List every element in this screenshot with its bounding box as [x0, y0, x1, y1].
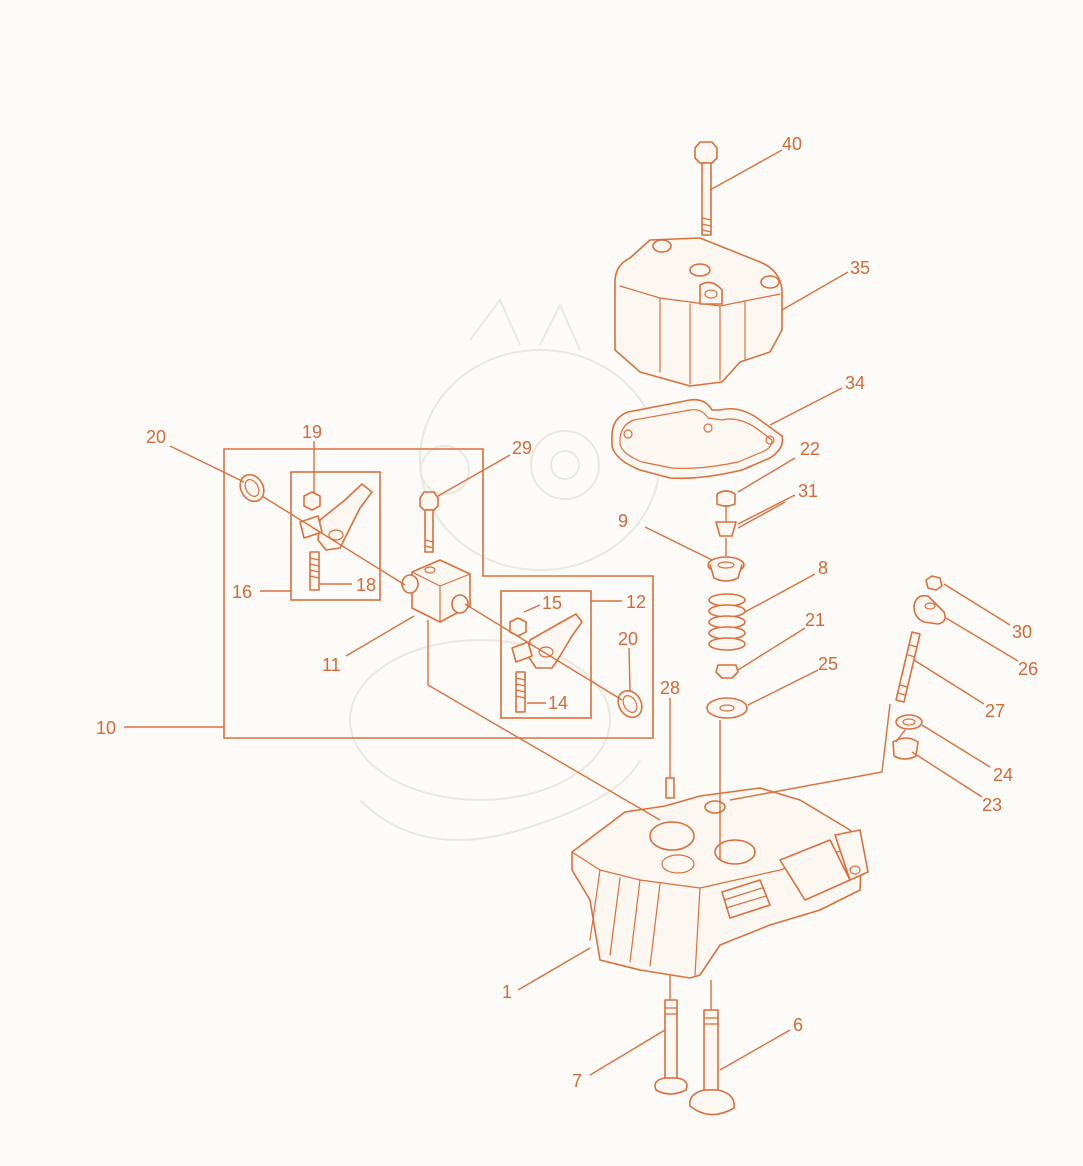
callout-6: 6 [793, 1015, 803, 1035]
circlip-20-left [239, 473, 265, 503]
callout-22: 22 [800, 439, 820, 459]
callout-40: 40 [782, 134, 802, 154]
valve-spring-8 [708, 593, 746, 651]
callout-21: 21 [805, 610, 825, 630]
exhaust-valve-6 [688, 1009, 735, 1116]
callout-leaders [124, 149, 1019, 1076]
dowel-pin-28 [665, 777, 675, 799]
callout-11: 11 [322, 655, 341, 675]
callout-25: 25 [818, 654, 838, 674]
adjust-screw-14 [515, 671, 526, 713]
assembly-axis-lines [261, 495, 906, 1010]
cylinder-head-1 [571, 787, 869, 979]
callout-7: 7 [572, 1071, 582, 1091]
bushing-24 [895, 714, 923, 730]
intake-valve-7 [654, 999, 688, 1095]
background-watermark [349, 298, 661, 841]
callout-20-right: 20 [618, 629, 638, 649]
spring-retainer-9 [707, 556, 745, 582]
valve-cap-22 [716, 490, 736, 507]
callout-19: 19 [302, 422, 322, 442]
valve-seal-21 [715, 664, 739, 679]
stud-27 [895, 631, 921, 703]
callout-15: 15 [542, 593, 562, 613]
spring-washer-25 [706, 697, 748, 719]
callout-14: 14 [548, 693, 568, 713]
valve-collet-31 [715, 521, 737, 537]
rocker-arm-subframe-right [500, 590, 592, 719]
rocker-arm-subframe-left [290, 471, 381, 601]
rocker-shaft-support-11 [401, 559, 471, 623]
bushing-23 [892, 737, 919, 760]
callout-10: 10 [96, 718, 116, 738]
bracket-26 [913, 594, 946, 625]
nut-19 [303, 491, 321, 511]
adjust-screw-18 [309, 551, 320, 591]
callout-23: 23 [982, 795, 1002, 815]
bolt-40 [694, 141, 718, 236]
callout-labels: 40 35 34 22 31 9 8 21 25 20 19 29 18 16 … [96, 134, 1038, 1091]
callout-20-left: 20 [146, 427, 166, 447]
callout-30: 30 [1012, 622, 1032, 642]
callout-28: 28 [660, 678, 680, 698]
rocker-cover-35 [614, 237, 783, 387]
cover-gasket-34 [611, 398, 784, 480]
nut-30 [925, 575, 943, 591]
callout-27: 27 [985, 701, 1005, 721]
rocker-arm-right [511, 613, 583, 669]
callout-35: 35 [850, 258, 870, 278]
callout-34: 34 [845, 373, 865, 393]
rocker-arm-left [299, 483, 373, 551]
callout-24: 24 [993, 765, 1013, 785]
callout-29: 29 [512, 438, 532, 458]
callout-26: 26 [1018, 659, 1038, 679]
rocker-assembly-frame [223, 448, 654, 739]
callout-12: 12 [626, 592, 646, 612]
callout-16: 16 [232, 582, 252, 602]
bolt-29 [419, 491, 439, 553]
callout-1: 1 [502, 982, 512, 1002]
callout-9: 9 [618, 511, 628, 531]
callout-8: 8 [818, 558, 828, 578]
callout-31: 31 [798, 481, 818, 501]
circlip-20-right [617, 689, 643, 719]
callout-18: 18 [356, 575, 376, 595]
